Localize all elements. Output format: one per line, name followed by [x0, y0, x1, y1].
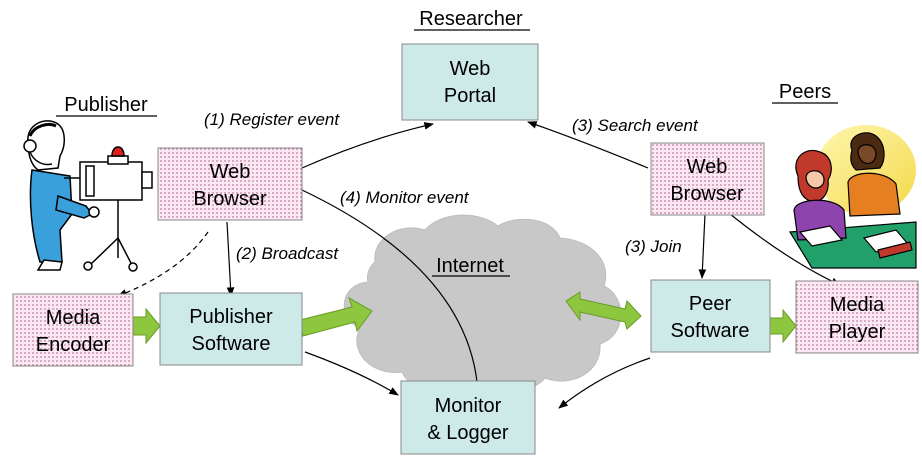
- broadcast-label: (2) Broadcast: [236, 244, 339, 263]
- media-player-line-1: Media: [830, 294, 885, 316]
- web-portal-line-1: Web: [450, 58, 491, 80]
- register-arrow: [301, 122, 434, 169]
- peer-web-browser-line-2: Browser: [670, 183, 744, 205]
- internet-label: Internet: [436, 255, 504, 277]
- media-encoder-line-2: Encoder: [36, 334, 111, 356]
- peer-web-browser-line-1: Web: [687, 156, 728, 178]
- peer-software-line-1: Peer: [689, 293, 732, 315]
- publisher-to-monitor-arrow: [304, 351, 399, 396]
- media-player-box: Media Player: [795, 280, 919, 354]
- internet-peer-double-arrow: [565, 291, 642, 330]
- publisher-web-browser-box: Web Browser: [157, 147, 303, 221]
- peers-heading: Peers: [779, 81, 831, 103]
- publisher-software-box: Publisher Software: [159, 292, 303, 366]
- search-event-label: (3) Search event: [572, 116, 699, 135]
- monitor-logger-line-2: & Logger: [427, 422, 509, 444]
- publisher-software-line-2: Software: [192, 333, 271, 355]
- publisher-to-internet-arrow: [299, 296, 373, 337]
- broadcast-arrow: [226, 221, 235, 297]
- join-arrow: [698, 213, 707, 279]
- connector-lines: [117, 121, 841, 409]
- internet-cloud: Internet: [343, 214, 622, 394]
- media-player-line-2: Player: [829, 321, 886, 343]
- media-encoder-box: Media Encoder: [12, 293, 134, 367]
- publisher-web-browser-line-2: Browser: [193, 188, 267, 210]
- peer-to-monitor-arrow: [558, 357, 651, 409]
- peer-software-box: Peer Software: [650, 279, 771, 353]
- encoder-dashed-arrow: [117, 231, 209, 297]
- green-arrows: [132, 291, 797, 345]
- publisher-web-browser-line-1: Web: [210, 161, 251, 183]
- publisher-software-line-1: Publisher: [189, 306, 273, 328]
- peer-to-player-arrow: [769, 308, 797, 344]
- camera-operator-illustration: [23, 120, 153, 272]
- web-portal-line-2: Portal: [444, 85, 496, 107]
- monitor-arrow: [301, 189, 482, 393]
- web-portal-box: Web Portal: [401, 43, 539, 121]
- register-event-label: (1) Register event: [204, 110, 340, 129]
- peer-web-browser-box: Web Browser: [650, 142, 765, 216]
- students-reading-illustration: [788, 125, 917, 269]
- researcher-heading: Researcher: [419, 8, 523, 30]
- peer-software-line-2: Software: [671, 320, 750, 342]
- search-arrow: [527, 121, 649, 169]
- monitor-logger-line-1: Monitor: [435, 395, 502, 417]
- publisher-heading: Publisher: [64, 94, 148, 116]
- encoder-to-publisher-arrow: [132, 307, 161, 345]
- browser-to-player-arrow: [729, 213, 841, 286]
- join-label: (3) Join: [625, 237, 682, 256]
- monitor-event-label: (4) Monitor event: [340, 188, 470, 207]
- monitor-logger-box: Monitor & Logger: [400, 380, 536, 455]
- media-encoder-line-1: Media: [46, 307, 101, 329]
